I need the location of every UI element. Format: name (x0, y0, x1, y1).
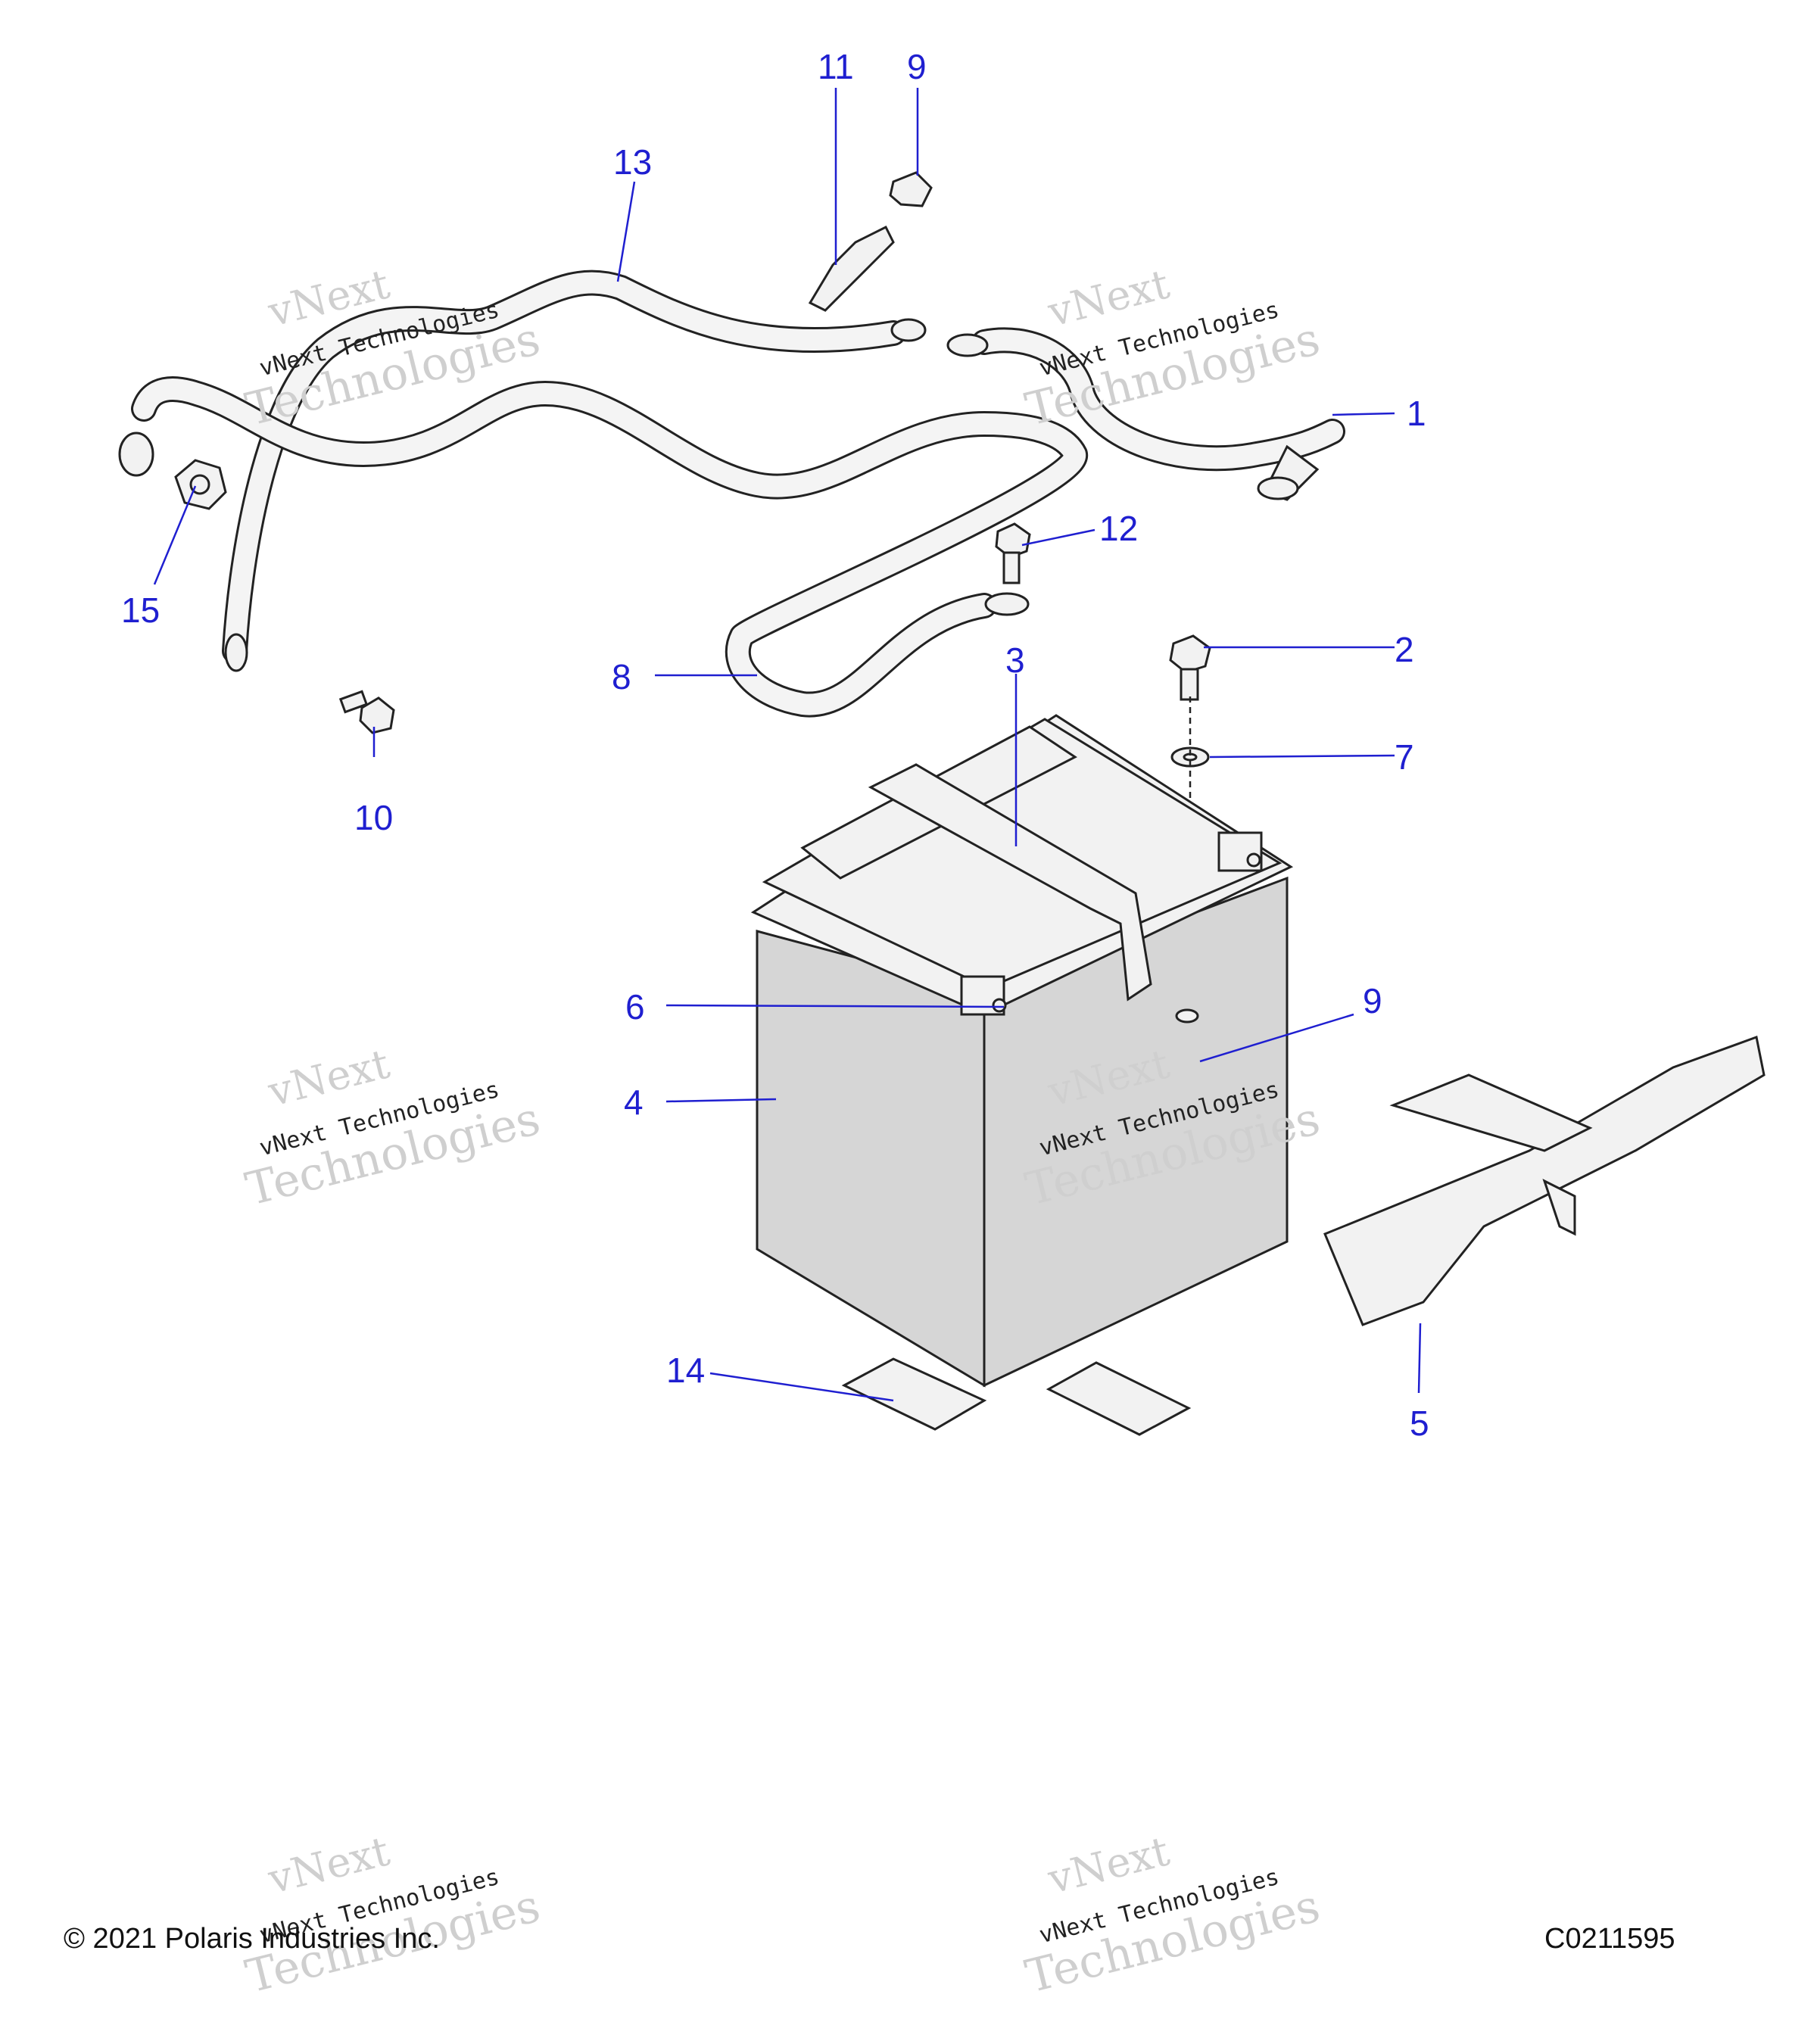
callout-5: 5 (1410, 1404, 1429, 1443)
svg-text:vNext: vNext (263, 1827, 394, 1903)
strap-3 (868, 763, 1199, 1024)
leader-7 (1209, 754, 1395, 759)
watermark-mid-left: vNext vNext Technologies Technologies (241, 1039, 545, 1216)
battery-4 (750, 714, 1294, 1388)
svg-text:vNext: vNext (263, 1039, 394, 1116)
leader-1 (1332, 412, 1395, 416)
battery-tray-5 (1323, 1035, 1766, 1326)
leader-12 (1021, 528, 1095, 547)
terminal-6 (960, 975, 1007, 1016)
nut-9-top (889, 171, 933, 207)
callout-1: 1 (1407, 394, 1426, 433)
leader-5 (1417, 1323, 1422, 1394)
leader-15 (153, 485, 197, 585)
callout-13: 13 (613, 142, 652, 182)
washer-7 (1170, 746, 1210, 768)
callout-12: 12 (1099, 509, 1138, 548)
callout-15: 15 (121, 590, 160, 630)
svg-text:vNext: vNext (1043, 1827, 1174, 1903)
cable-1 (946, 327, 1345, 501)
callout-2: 2 (1395, 630, 1414, 669)
cable-8 (118, 376, 1088, 718)
leader-4 (665, 1098, 777, 1103)
leader-6 (665, 1004, 1005, 1008)
bolt-2 (1169, 634, 1211, 701)
bolt-10 (338, 690, 395, 734)
callout-9-top: 9 (907, 47, 927, 86)
terminal-right (1217, 831, 1263, 872)
watermark-bottom-right: vNext vNext Technologies Technologies (1021, 1827, 1325, 2003)
callout-9-lower: 9 (1363, 981, 1382, 1020)
callout-4: 4 (624, 1083, 644, 1122)
leader-13 (616, 181, 636, 282)
callout-10: 10 (354, 798, 393, 837)
callout-6: 6 (625, 987, 645, 1027)
callout-11: 11 (818, 47, 854, 86)
diagram-code: C0211595 (1544, 1923, 1675, 1955)
pin-11 (808, 225, 895, 312)
leader-9b (1199, 1013, 1354, 1063)
bolt-12 (995, 522, 1031, 584)
svg-text:vNext: vNext (1043, 260, 1174, 336)
watermark-bottom-left: vNext vNext Technologies Technologies (241, 1827, 545, 2003)
callout-7: 7 (1395, 737, 1414, 777)
nut-15 (174, 459, 227, 510)
copyright-text: © 2021 Polaris Industries Inc. (64, 1923, 440, 1955)
callout-14: 14 (666, 1351, 705, 1390)
callout-3: 3 (1005, 640, 1025, 680)
pad-14 (841, 1357, 1192, 1436)
leader-14 (709, 1372, 894, 1402)
watermark-top-right: vNext vNext Technologies Technologies (1021, 260, 1325, 436)
callout-8: 8 (612, 657, 631, 696)
